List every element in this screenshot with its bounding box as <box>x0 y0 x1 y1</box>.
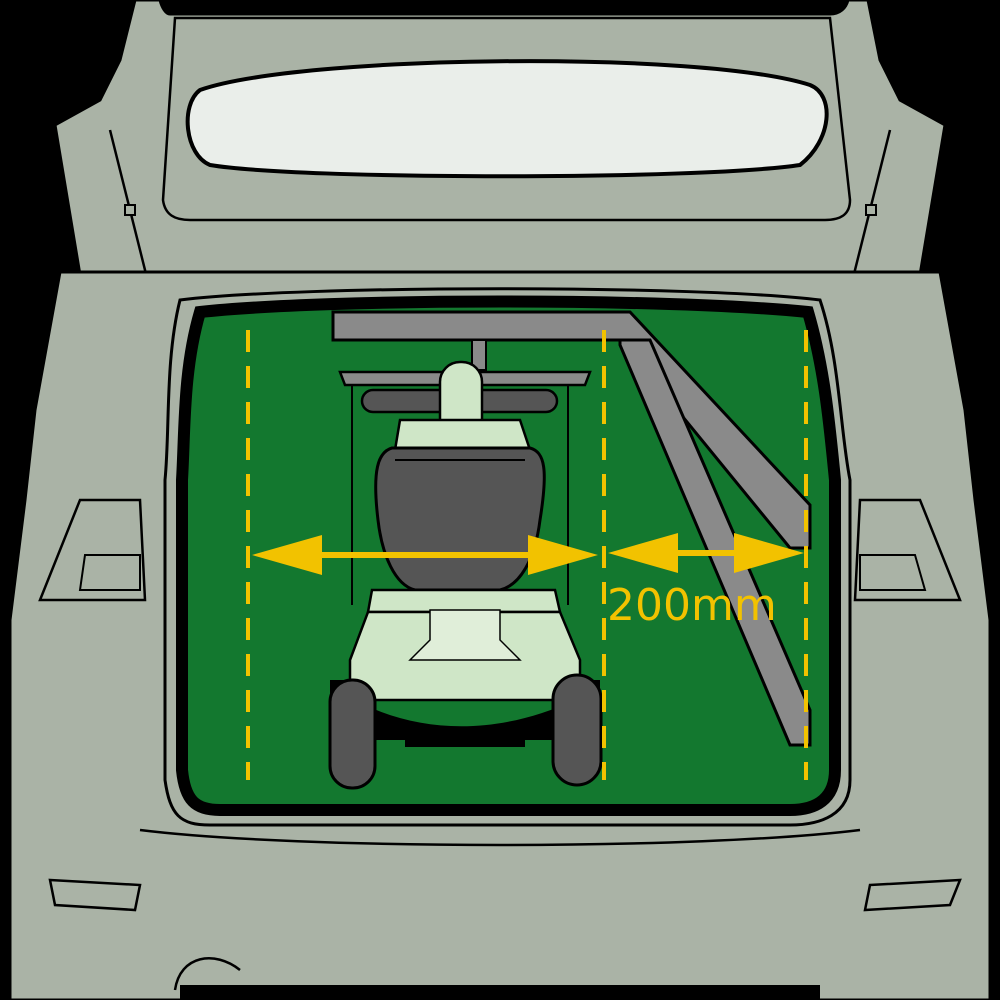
exhaust <box>173 957 241 991</box>
scooter-left-wheel <box>328 678 377 790</box>
left-reflector <box>48 878 142 912</box>
right-reflector <box>863 878 962 912</box>
clearance-dimension-label: 200mm <box>607 580 777 631</box>
scooter-right-wheel <box>551 673 603 787</box>
rear-window <box>185 59 829 179</box>
clearance-arrow <box>608 533 804 573</box>
left-tail-light <box>38 498 147 602</box>
scooter-width-arrow <box>252 535 598 575</box>
right-tail-light <box>853 498 962 602</box>
measurement-arrows <box>252 533 804 575</box>
scooter-seat <box>374 446 546 592</box>
dashed-guide-lines <box>246 330 808 780</box>
